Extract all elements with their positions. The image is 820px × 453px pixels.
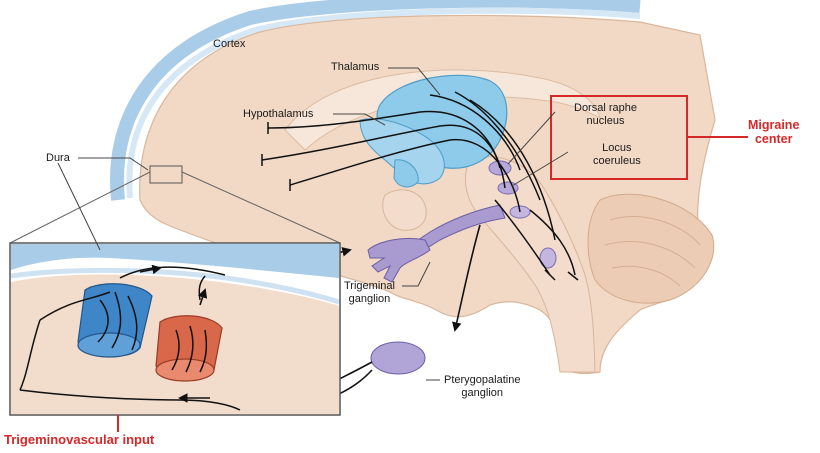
label-trigeminal-line2: ganglion [344,293,395,306]
inset-red-vessel-end [156,359,214,381]
label-migraine-line1: Migraine [748,118,799,132]
label-thalamus: Thalamus [331,61,379,74]
label-pterygopalatine-ganglion: Pterygopalatine ganglion [444,374,520,400]
label-trigeminovascular-input: Trigeminovascular input [4,433,154,446]
label-pterygo-line2: ganglion [444,387,520,400]
label-cortex: Cortex [213,38,245,51]
label-dorsal-raphe-line1: Dorsal raphe [574,102,637,115]
label-dura: Dura [46,152,70,165]
label-locus-coeruleus: Locus coeruleus [593,142,641,168]
label-migraine-line2: center [748,132,799,146]
label-locus-line1: Locus [593,142,641,155]
label-dorsal-raphe-line2: nucleus [574,115,637,128]
label-trigeminal-ganglion: Trigeminal ganglion [344,280,395,306]
label-dorsal-raphe: Dorsal raphe nucleus [574,102,637,128]
label-pterygo-line1: Pterygopalatine [444,374,520,387]
label-trigeminal-line1: Trigeminal [344,280,395,293]
label-hypothalamus: Hypothalamus [243,108,313,121]
label-migraine-center: Migraine center [748,118,799,146]
inset-blue-vessel-end [78,333,140,357]
pterygopalatine-ganglion-shape [371,342,425,374]
label-locus-line2: coeruleus [593,155,641,168]
